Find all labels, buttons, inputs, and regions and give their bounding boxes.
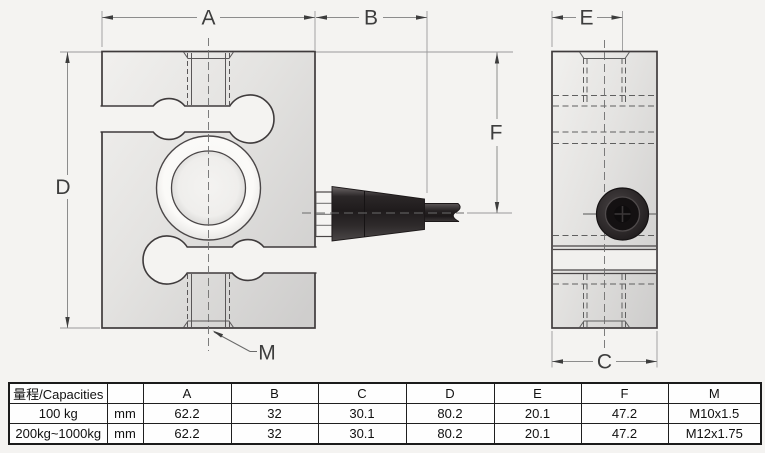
technical-drawing: A B D F E C M — [55, 7, 658, 374]
dim-label-c: C — [597, 351, 612, 374]
lower-slot — [142, 235, 317, 285]
connector-end-view — [583, 187, 658, 241]
cell-f: 47.2 — [580, 403, 669, 424]
cell-unit: mm — [106, 403, 144, 424]
cell-e: 20.1 — [493, 423, 582, 445]
cell-e: 20.1 — [493, 403, 582, 424]
dim-label-f: F — [490, 122, 503, 145]
cell-c: 30.1 — [317, 423, 407, 445]
header-a: A — [142, 382, 232, 404]
cell-c: 30.1 — [317, 403, 407, 424]
upper-slot — [100, 94, 275, 144]
cable — [424, 203, 461, 222]
dim-label-b: B — [364, 7, 378, 30]
cell-unit: mm — [106, 423, 144, 445]
header-d: D — [405, 382, 495, 404]
side-view — [551, 40, 658, 348]
dim-label-e: E — [579, 7, 593, 30]
cell-m: M10x1.5 — [667, 403, 762, 424]
dim-label-d: D — [55, 176, 70, 199]
cell-m: M12x1.75 — [667, 423, 762, 445]
dimension-lines — [67, 17, 657, 362]
header-e: E — [493, 382, 582, 404]
header-m: M — [667, 382, 762, 404]
cell-d: 80.2 — [405, 423, 495, 445]
dim-label-a: A — [201, 7, 215, 30]
header-b: B — [230, 382, 319, 404]
top-threaded-hole — [183, 51, 234, 105]
cable-assembly — [302, 185, 464, 242]
cell-a: 62.2 — [142, 403, 232, 424]
front-view — [100, 38, 317, 351]
table-row: 100 kg mm 62.2 32 30.1 80.2 20.1 47.2 M1… — [8, 403, 762, 424]
header-capacities: 量程/Capacities — [8, 382, 108, 404]
cell-b: 32 — [230, 423, 319, 445]
cell-a: 62.2 — [142, 423, 232, 445]
strain-relief-boot — [331, 185, 425, 242]
dim-label-m: M — [258, 342, 276, 365]
cell-f: 47.2 — [580, 423, 669, 445]
dimension-arrows — [65, 15, 657, 364]
header-unit — [106, 382, 144, 404]
cell-d: 80.2 — [405, 403, 495, 424]
cell-capacity: 100 kg — [8, 403, 108, 424]
cell-capacity: 200kg~1000kg — [8, 423, 108, 445]
header-f: F — [580, 382, 669, 404]
header-c: C — [317, 382, 407, 404]
table-header-row: 量程/Capacities A B C D E F M — [8, 382, 762, 404]
bottom-threaded-hole — [183, 274, 234, 328]
spec-table: 量程/Capacities A B C D E F M 100 kg mm 62… — [8, 382, 762, 445]
table-row: 200kg~1000kg mm 62.2 32 30.1 80.2 20.1 4… — [8, 423, 762, 445]
hidden-thread-lines — [583, 58, 626, 327]
cell-b: 32 — [230, 403, 319, 424]
